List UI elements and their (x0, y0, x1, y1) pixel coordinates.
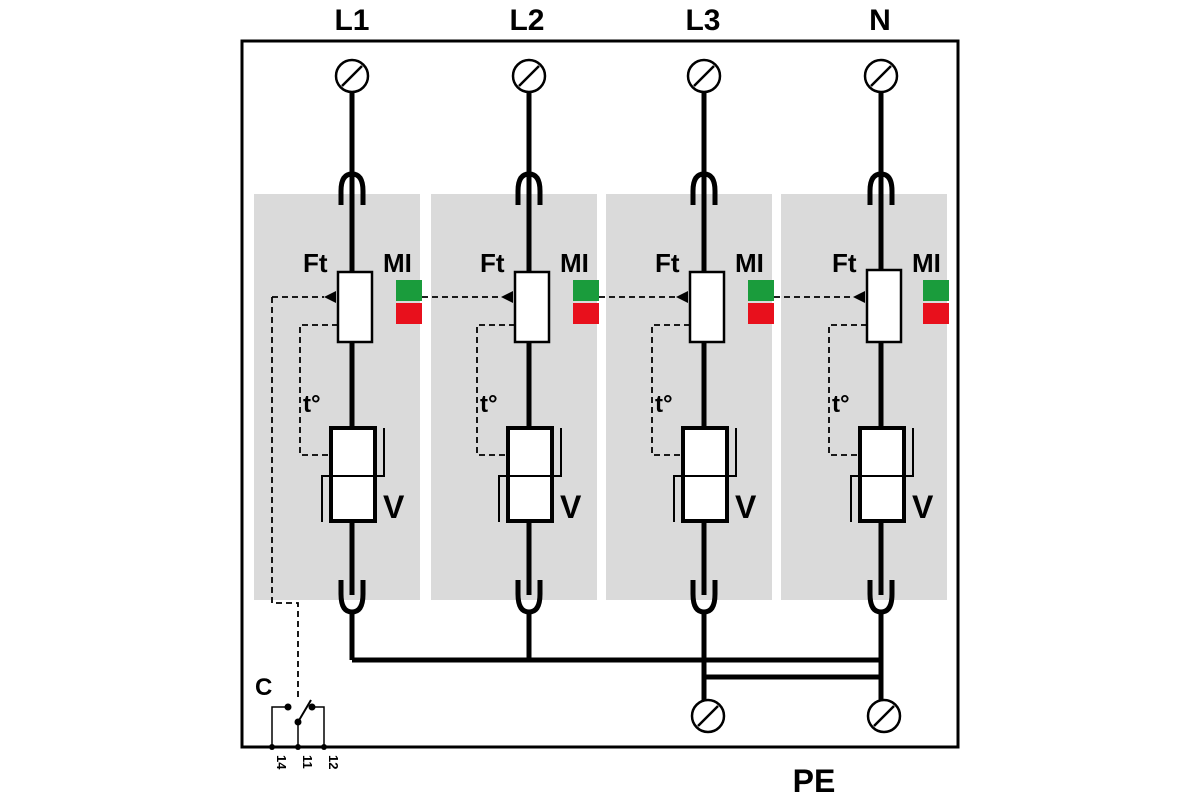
pin-11-dot (295, 744, 301, 750)
module-l3 (606, 194, 772, 600)
plug-connector-icon (690, 171, 718, 205)
indicator-fault-red (396, 303, 422, 324)
thermal-link-dashed (476, 324, 515, 456)
indicator-fault-red (748, 303, 774, 324)
trip-arrow-icon (676, 291, 688, 303)
varistor-label: V (912, 489, 934, 525)
varistor-label: V (383, 489, 405, 525)
remote-contact: C 14 11 12 (255, 674, 341, 770)
pin-14-dot (269, 744, 275, 750)
terminal-label-n: N (869, 4, 891, 37)
module-l2 (431, 194, 597, 600)
indicator-ok-green (923, 280, 949, 301)
varistor-characteristic (498, 475, 508, 522)
contact-wire-14 (271, 706, 288, 747)
pin-12-dot (321, 744, 327, 750)
indicator-label: MI (560, 248, 589, 278)
varistor-characteristic (727, 428, 737, 477)
fuse-label: Ft (832, 248, 857, 278)
indicator-label: MI (735, 248, 764, 278)
thermal-label: t° (655, 391, 673, 418)
trip-linkage-to-contact (271, 297, 299, 700)
terminal-label-l2: L2 (509, 4, 544, 37)
pe-label: PE (793, 763, 836, 799)
indicator-ok-green (573, 280, 599, 301)
screw-slot (873, 705, 895, 727)
thermal-link-dashed (828, 324, 867, 456)
varistor-body (681, 426, 729, 523)
varistor-characteristic (673, 475, 683, 522)
thermal-fuse-ft (865, 268, 903, 344)
thermal-fuse-ft (688, 270, 726, 344)
indicator-ok-green (748, 280, 774, 301)
varistor-label: V (735, 489, 757, 525)
screw-slot (870, 65, 892, 87)
contact-point-12 (308, 703, 316, 711)
varistor-characteristic (850, 475, 860, 522)
indicator-label: MI (912, 248, 941, 278)
indicator-fault-red (573, 303, 599, 324)
thermal-link-dashed (651, 324, 690, 456)
pin-label-11: 11 (300, 755, 315, 769)
varistor-label: V (560, 489, 582, 525)
contact-wire-12 (312, 706, 325, 747)
varistor-characteristic (552, 428, 562, 477)
trip-arrow-icon (324, 291, 336, 303)
varistor-body (506, 426, 554, 523)
trip-linkage-dashed (271, 296, 853, 700)
trip-arrow-icon (853, 291, 865, 303)
indicator-label: MI (383, 248, 412, 278)
screw-slot (697, 705, 719, 727)
thermal-link-dashed (299, 324, 338, 456)
phase-column-l2: Ft MI t° V (476, 58, 599, 660)
indicator-fault-red (923, 303, 949, 324)
phase-column-n: Ft MI t° V (828, 58, 949, 700)
pin-label-14: 14 (274, 755, 289, 770)
enclosure-frame (240, 39, 960, 749)
plug-connector-icon (338, 171, 366, 205)
plug-connector-icon (515, 171, 543, 205)
trip-arrow-icon (501, 291, 513, 303)
thermal-label: t° (832, 391, 850, 418)
thermal-label: t° (480, 391, 498, 418)
module-l1 (254, 194, 420, 600)
phase-column-l3: Ft MI t° V (651, 58, 774, 700)
module-backgrounds (254, 194, 947, 600)
varistor-characteristic (904, 428, 914, 477)
module-n (781, 194, 947, 600)
fuse-label: Ft (480, 248, 505, 278)
thermal-fuse-ft (513, 270, 551, 344)
screw-slot (341, 65, 363, 87)
screw-slot (693, 65, 715, 87)
thermal-label: t° (303, 391, 321, 418)
fuse-label: Ft (655, 248, 680, 278)
thermal-fuse-ft (336, 270, 374, 344)
contact-switch-blade (297, 699, 312, 723)
indicator-ok-green (396, 280, 422, 301)
fuse-label: Ft (303, 248, 328, 278)
pin-label-12: 12 (326, 755, 341, 769)
varistor-body (329, 426, 377, 523)
phase-column-l1: Ft MI t° V (299, 58, 422, 660)
contact-point-14 (284, 703, 292, 711)
terminal-label-l1: L1 (334, 4, 369, 37)
pe-busbar: PE (352, 657, 902, 799)
varistor-characteristic (321, 475, 331, 522)
screw-slot (518, 65, 540, 87)
varistor-body (858, 426, 906, 523)
terminal-label-l3: L3 (685, 4, 720, 37)
plug-connector-icon (867, 171, 895, 205)
contact-label: C (255, 674, 272, 701)
varistor-characteristic (375, 428, 385, 477)
